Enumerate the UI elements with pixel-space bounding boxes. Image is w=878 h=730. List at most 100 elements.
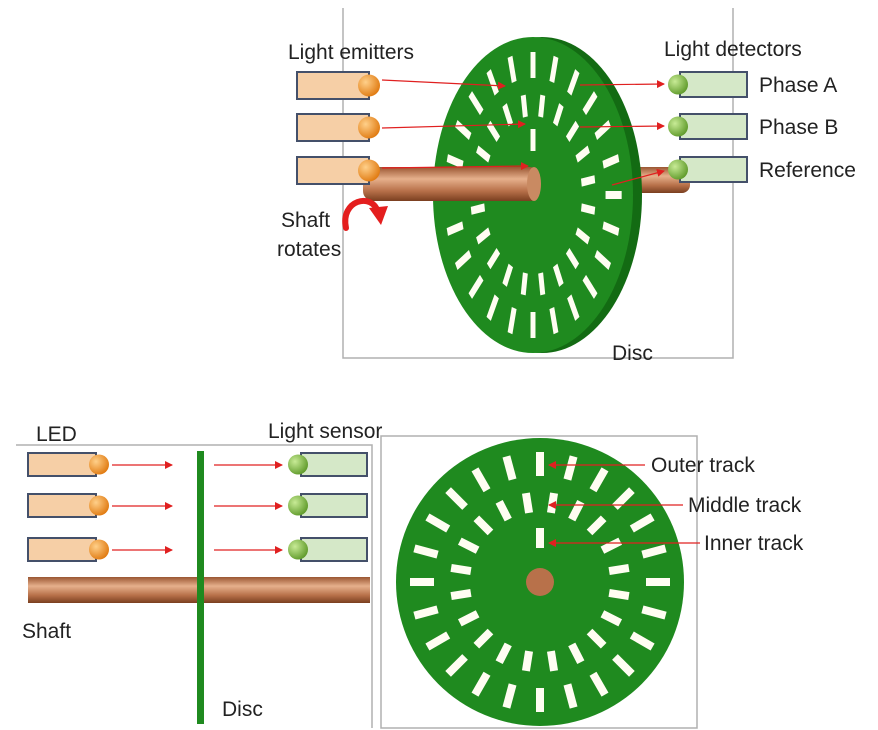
middle-track-slot xyxy=(495,499,512,522)
middle-track-slot xyxy=(608,563,630,576)
perspective-outer-slot xyxy=(507,307,517,335)
perspective-outer-slot xyxy=(486,294,499,321)
side-sensor-2 xyxy=(288,493,368,518)
middle-track-slot xyxy=(546,650,559,672)
inner-track-label: Inner track xyxy=(704,532,804,555)
outer-track-slot xyxy=(413,544,439,559)
middle-track-slot xyxy=(608,588,630,601)
perspective-outer-slot xyxy=(530,52,536,78)
led-label: LED xyxy=(36,423,77,446)
front-shaft-hub xyxy=(526,568,554,596)
perspective-outer-slot xyxy=(605,191,622,199)
outer-track-slot xyxy=(612,487,635,510)
perspective-middle-slot xyxy=(470,203,486,215)
perspective-middle-slot xyxy=(476,145,491,163)
middle-track-slot xyxy=(600,537,623,554)
outer-track-slot xyxy=(471,467,491,493)
perspective-outer-slot xyxy=(446,154,464,169)
side-view: LED Light sensor Shaft Disc xyxy=(16,420,382,728)
perspective-middle-slot xyxy=(502,103,514,127)
perspective-outer-slot xyxy=(582,91,598,116)
outer-track-slot xyxy=(641,605,667,620)
side-disc-label: Disc xyxy=(222,698,263,721)
perspective-outer-slot xyxy=(507,55,517,83)
side-frame xyxy=(16,444,373,728)
outer-track-slot xyxy=(589,671,609,697)
perspective-middle-slot xyxy=(486,120,501,143)
outer-track-slot xyxy=(629,513,655,533)
rotation-arrow-head xyxy=(369,206,388,225)
outer-track-slot xyxy=(445,654,468,677)
perspective-middle-slot xyxy=(552,263,564,287)
perspective-middle-slot xyxy=(580,203,596,215)
side-emitter-1 xyxy=(27,452,109,477)
perspective-middle-slot xyxy=(520,272,528,296)
side-sensor-1 xyxy=(288,452,368,477)
front-view: Outer track Middle track Inner track xyxy=(380,435,804,729)
light-detectors-label: Light detectors xyxy=(664,38,802,61)
curved-rotation-arrow-icon xyxy=(342,197,381,231)
perspective-outer-slot xyxy=(486,69,499,96)
front-track-pointers xyxy=(548,461,700,547)
phase-a-label: Phase A xyxy=(759,74,837,97)
middle-track-slot xyxy=(586,628,607,649)
perspective-middle-slot xyxy=(520,94,528,118)
perspective-middle-slot xyxy=(552,103,564,127)
middle-track-slot xyxy=(568,642,585,665)
perspective-outer-slot xyxy=(530,312,536,338)
side-emitter-3 xyxy=(27,537,109,562)
outer-track-slot xyxy=(536,452,544,476)
perspective-inner-slot xyxy=(530,129,536,151)
top-detector-3 xyxy=(668,156,748,183)
outer-track-slot xyxy=(536,688,544,712)
perspective-middle-slot xyxy=(575,227,590,245)
inner-track-slot xyxy=(536,528,544,548)
perspective-outer-slot xyxy=(602,221,620,236)
top-emitter-1 xyxy=(296,71,380,100)
perspective-outer-slot xyxy=(454,250,472,270)
middle-track-slot xyxy=(473,628,494,649)
perspective-outer-slot xyxy=(582,274,598,299)
perspective-middle-slot xyxy=(575,145,590,163)
side-sensor-3 xyxy=(288,537,368,562)
perspective-outer-slot xyxy=(468,91,484,116)
outer-track-slot xyxy=(425,513,451,533)
outer-track-slot xyxy=(563,683,578,709)
outer-track-slot xyxy=(502,455,517,481)
outer-track-slot xyxy=(445,487,468,510)
middle-track-slot xyxy=(457,610,480,627)
middle-track-slot xyxy=(600,610,623,627)
outer-track-slot xyxy=(471,671,491,697)
middle-track-slot xyxy=(521,492,534,514)
perspective-outer-slot xyxy=(454,120,472,140)
perspective-outer-slot xyxy=(468,274,484,299)
perspective-outer-slot xyxy=(594,120,612,140)
perspective-middle-slot xyxy=(476,227,491,245)
perspective-outer-slot xyxy=(446,221,464,236)
shaft-rotates-label-line2: rotates xyxy=(277,238,341,261)
top-emitter-2 xyxy=(296,113,380,142)
side-emitter-2 xyxy=(27,493,109,518)
shaft-end-cap xyxy=(527,167,541,201)
middle-track-slot xyxy=(457,537,480,554)
perspective-middle-slot xyxy=(580,175,596,187)
top-disc-label: Disc xyxy=(612,342,653,365)
top-detector-1 xyxy=(668,71,748,98)
phase-b-label: Phase B xyxy=(759,116,838,139)
middle-track-slot xyxy=(450,563,472,576)
outer-track-slot xyxy=(413,605,439,620)
outer-track-slot xyxy=(629,631,655,651)
perspective-outer-slot xyxy=(567,69,580,96)
middle-track-slot xyxy=(521,650,534,672)
outer-track-slot xyxy=(641,544,667,559)
perspective-middle-slot xyxy=(565,247,580,270)
perspective-disc-slots xyxy=(444,52,622,338)
light-sensor-label: Light sensor xyxy=(268,420,382,443)
top-perspective-view: Light emitters Light detectors Phase A P… xyxy=(277,8,856,365)
outer-track-slot xyxy=(410,578,434,586)
middle-track-slot xyxy=(495,642,512,665)
outer-track-slot xyxy=(612,654,635,677)
middle-track-slot xyxy=(586,515,607,536)
outer-track-slot xyxy=(646,578,670,586)
